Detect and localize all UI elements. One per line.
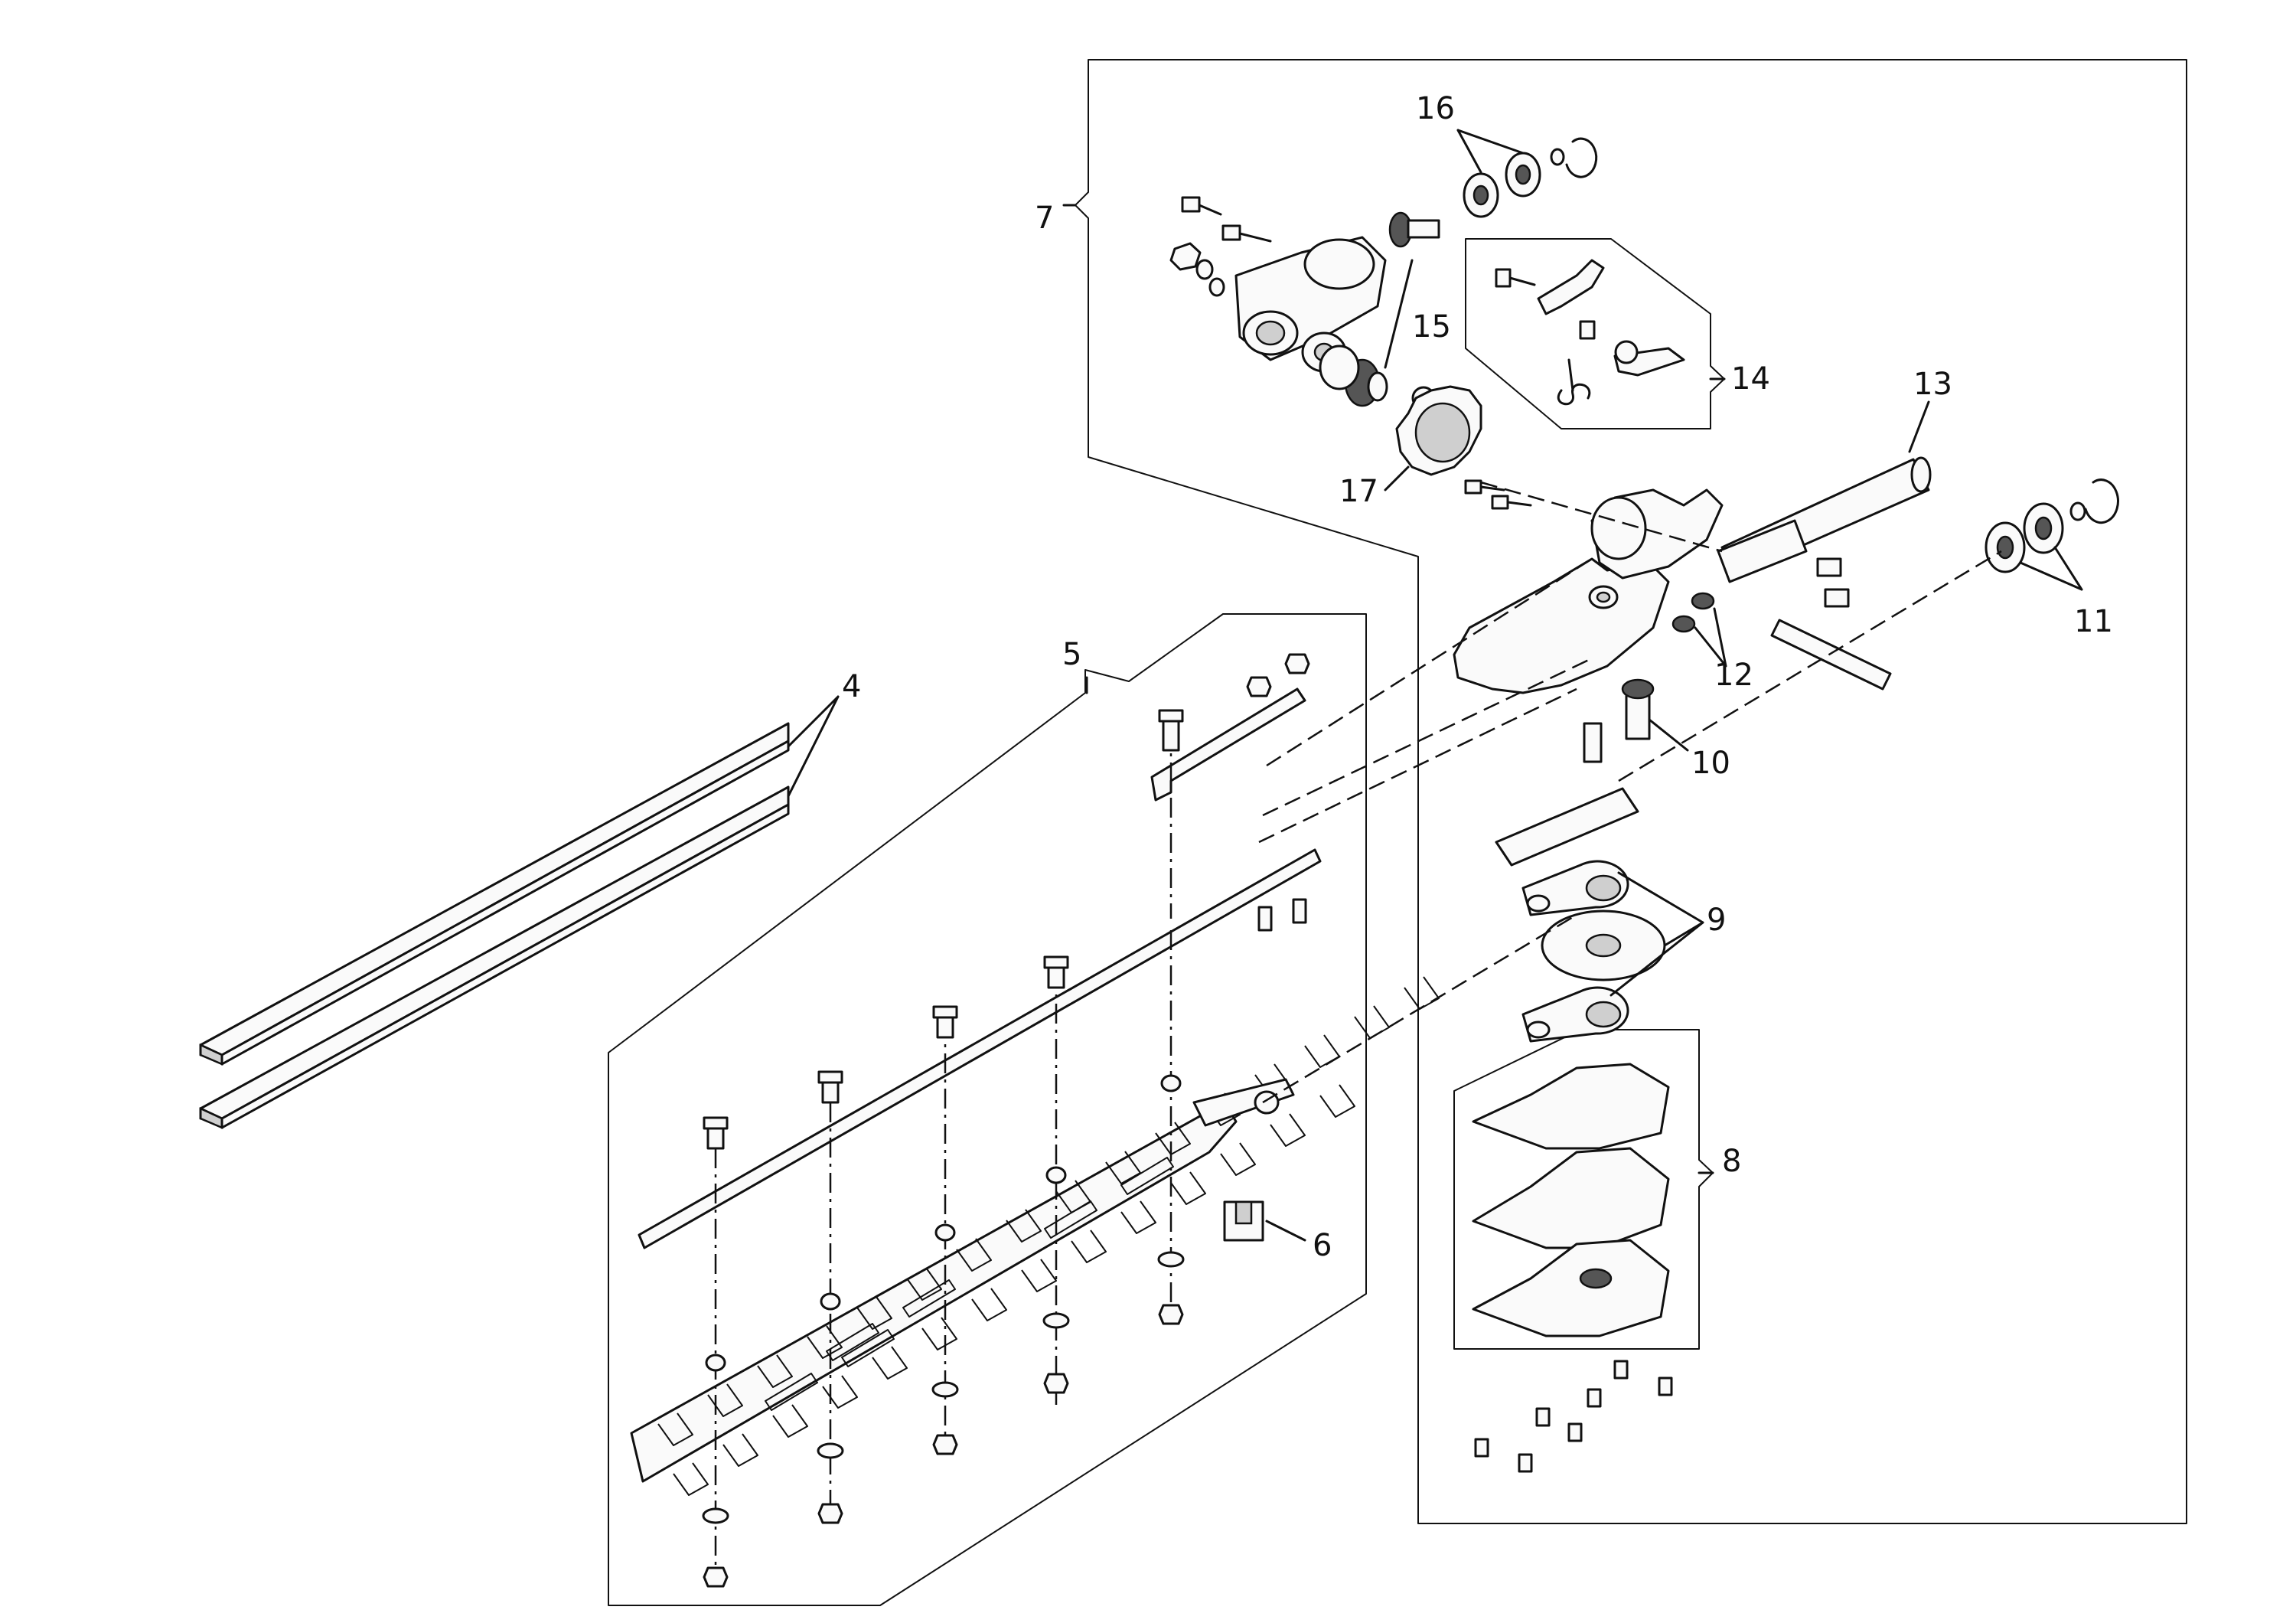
leader-11 <box>2019 546 2083 591</box>
lever-assembly-outline <box>1465 238 1725 429</box>
leader-13 <box>1908 400 1930 453</box>
leader-6 <box>1265 1220 1306 1242</box>
callout-15: 15 <box>1412 309 1451 345</box>
callout-labels: 4 5 6 7 8 9 10 11 12 13 14 15 16 17 <box>842 91 2113 1263</box>
gasket-part-17 <box>1395 385 1532 510</box>
callout-17: 17 <box>1339 474 1378 509</box>
callout-10: 10 <box>1691 746 1730 781</box>
leader-9 <box>1609 871 1704 997</box>
pinion-part-10 <box>1583 678 1655 763</box>
callout-8: 8 <box>1722 1144 1741 1179</box>
callout-5: 5 <box>1062 637 1081 672</box>
leader-17 <box>1384 465 1410 491</box>
leader-12 <box>1694 607 1727 668</box>
bearing-part-11 <box>1770 478 2119 691</box>
bevel-gear-part-15 <box>1319 211 1440 410</box>
callout-7: 7 <box>1035 201 1054 236</box>
callout-12: 12 <box>1714 658 1753 693</box>
callout-4: 4 <box>842 669 861 704</box>
callout-13: 13 <box>1913 367 1952 402</box>
cover-screws <box>1474 1360 1673 1473</box>
leader-15 <box>1384 259 1414 369</box>
gear-case-body <box>1453 488 1724 694</box>
shaft-part-13 <box>1717 456 1932 608</box>
grease-fitting-part-12 <box>1671 592 1715 633</box>
callout-9: 9 <box>1707 903 1726 938</box>
callout-6: 6 <box>1313 1228 1332 1263</box>
blade-bolts-and-nuts <box>702 653 1310 1588</box>
blade-assembly-outline <box>608 613 1367 1606</box>
gear-case-assembly-outline <box>1075 59 2187 1524</box>
lever-assembly-part-14 <box>1495 259 1685 406</box>
gear-case-part-7 <box>1169 196 1387 373</box>
upper-blade-bar <box>638 687 1322 1249</box>
bearing-part-16 <box>1463 137 1598 218</box>
crank-gear-part-9 <box>1495 787 1666 1043</box>
leader-10 <box>1648 718 1689 752</box>
leader-4 <box>787 695 840 798</box>
callout-14: 14 <box>1731 361 1770 397</box>
blade-guide-part-6 <box>1223 1200 1264 1242</box>
cover-part-8 <box>1472 1063 1670 1337</box>
callout-11: 11 <box>2074 604 2113 639</box>
callout-16: 16 <box>1416 91 1455 126</box>
assembly-guide-lines <box>1258 481 2002 1104</box>
leader-16 <box>1456 129 1525 174</box>
blade-sheath-part-4 <box>199 722 790 1129</box>
